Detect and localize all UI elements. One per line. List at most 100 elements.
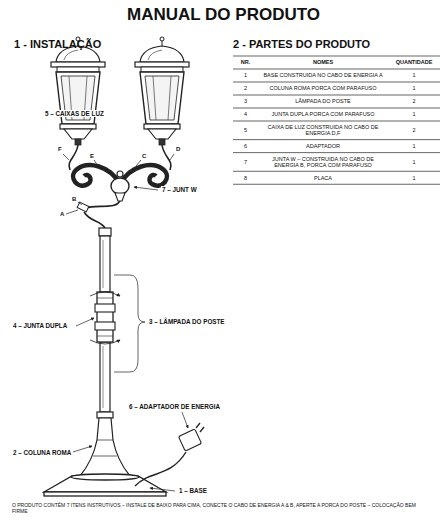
cable-letter: A [59, 211, 65, 218]
leader-line [114, 372, 130, 373]
callout-label: 5 – CAIXAS DE LUZ [44, 110, 105, 117]
roma-column [97, 412, 113, 418]
leader-line [78, 202, 82, 205]
cable-letter: B [71, 196, 77, 203]
post-lamp [99, 228, 111, 236]
cable-letter: D [175, 146, 181, 153]
power-adapter [196, 423, 200, 428]
table-line [233, 139, 440, 140]
roma-column [93, 440, 117, 456]
callout-label: 3 – LÂMPADA DO POSTE [148, 318, 226, 325]
table-line [233, 108, 440, 109]
table-line [233, 184, 440, 185]
light-boxes [135, 37, 189, 145]
w-joint [115, 193, 125, 201]
cable-letter: C [141, 153, 147, 160]
table-cell: 1 [390, 111, 438, 117]
table-line [233, 152, 440, 153]
table-cell: 2 [235, 85, 256, 91]
table-line [233, 82, 440, 83]
double-joint [97, 292, 113, 342]
callout-label: 4 – JUNTA DUPLA [12, 322, 68, 329]
page-title: MANUAL DO PRODUTO [0, 5, 447, 25]
table-line [233, 95, 440, 96]
table-cell: JUNTA W – CONSTRUIDA NO CABO DE ENERGIA … [260, 156, 386, 169]
double-joint [90, 340, 120, 344]
table-cell: ADAPTADOR [260, 143, 386, 149]
table-cell: PLACA [260, 175, 386, 181]
leader-line [130, 275, 145, 372]
table-cell: CAIXA DE LUZ CONSTRUIDA NO CABO DE ENERG… [260, 124, 386, 137]
callout-label: 2 – COLUNA ROMA [12, 449, 72, 456]
power-cable [84, 212, 105, 228]
table-cell: JUNTA DUPLA PORCA COM PARAFUSO [260, 111, 386, 117]
post-lamp [100, 342, 110, 412]
callout-label: 6 – ADAPTADOR DE ENERGIA [128, 403, 221, 410]
roma-column [80, 418, 130, 476]
table-cell: 1 [390, 175, 438, 181]
w-joint [73, 165, 167, 201]
leader-line [170, 154, 174, 160]
table-line [233, 121, 440, 122]
leader-line [94, 160, 98, 166]
double-joint [90, 292, 120, 344]
leader-line [63, 154, 69, 160]
light-boxes [51, 37, 105, 145]
post-lamp [103, 346, 104, 408]
table-cell: COLUNA ROMA PORCA COM PARAFUSO [260, 85, 386, 91]
section-heading: 2 - PARTES DO PRODUTO [233, 38, 370, 51]
power-adapter [135, 452, 186, 486]
leader-line [66, 210, 78, 214]
table-cell: LÂMPADA DO POSTE [260, 98, 386, 104]
table-cell: BASE CONSTRUIDA NO CABO DE ENERGIA A [260, 72, 386, 78]
table-header: QUANTIDADE [390, 59, 438, 65]
power-adapter [200, 427, 204, 432]
base [71, 474, 139, 480]
w-joint [111, 178, 129, 194]
table-grid [233, 56, 440, 184]
light-boxes [51, 37, 189, 145]
post-lamp [103, 240, 104, 288]
power-adapter [135, 423, 204, 486]
cable-plug [77, 202, 89, 212]
leader-line [136, 160, 141, 166]
table-line [233, 171, 440, 172]
double-joint [90, 292, 120, 296]
table-cell: 1 [235, 72, 256, 78]
power-adapter [178, 429, 201, 451]
table-cell: 7 [235, 159, 256, 165]
table-line [233, 69, 440, 70]
callout-label: 1 – BASE [178, 487, 208, 494]
power-cable [69, 145, 171, 228]
w-joint [117, 171, 123, 177]
cable-letter: F [57, 146, 63, 153]
base [44, 492, 166, 496]
double-joint [95, 322, 115, 330]
table-cell: 2 [390, 127, 438, 133]
leader-line [182, 412, 188, 428]
leader-line [73, 446, 92, 452]
table-cell: 2 [390, 98, 438, 104]
table-cell: 8 [235, 175, 256, 181]
footnote: O PRODUTO CONTÉM 7 ITENS INSTRUTIVOS – I… [12, 503, 432, 515]
callout-label: 7 – JUNT W [161, 186, 198, 193]
table-cell: 5 [235, 127, 256, 133]
table-cell: 1 [390, 143, 438, 149]
cable-letter: E [89, 153, 95, 160]
double-joint [95, 304, 115, 312]
table-cell: 1 [390, 72, 438, 78]
power-cable [86, 200, 120, 208]
power-cable [69, 145, 78, 170]
leader-line [114, 275, 130, 276]
table-cell: 6 [235, 143, 256, 149]
power-cable [162, 145, 171, 170]
table-header: NR. [235, 59, 256, 65]
roma-column [80, 412, 130, 476]
double-joint [97, 298, 113, 336]
post-lamp [100, 236, 110, 292]
table-cell: 3 [235, 98, 256, 104]
leader-line [150, 488, 175, 491]
section-heading: 1 - INSTALAÇÃO [14, 38, 101, 51]
leader-line [134, 187, 158, 190]
